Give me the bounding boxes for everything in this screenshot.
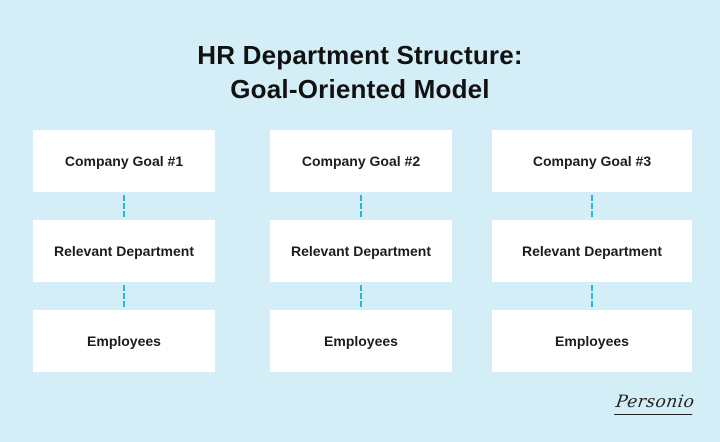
dashed-connector (270, 192, 452, 220)
dashed-connector (492, 192, 692, 220)
title-line-2: Goal-Oriented Model (230, 74, 490, 104)
goal-box: Company Goal #2 (270, 130, 452, 192)
employees-box: Employees (33, 310, 215, 372)
title-line-1: HR Department Structure: (197, 40, 523, 70)
goal-column-1: Company Goal #1 Relevant Department Empl… (33, 130, 215, 372)
personio-logo: Personio (614, 392, 696, 412)
goal-column-2: Company Goal #2 Relevant Department Empl… (270, 130, 452, 372)
dashed-connector (492, 282, 692, 310)
goal-box: Company Goal #1 (33, 130, 215, 192)
department-box: Relevant Department (33, 220, 215, 282)
employees-box: Employees (270, 310, 452, 372)
dashed-connector (33, 282, 215, 310)
goal-column-3: Company Goal #3 Relevant Department Empl… (492, 130, 692, 372)
diagram-title: HR Department Structure: Goal-Oriented M… (0, 38, 720, 106)
department-box: Relevant Department (270, 220, 452, 282)
goal-box: Company Goal #3 (492, 130, 692, 192)
department-box: Relevant Department (492, 220, 692, 282)
dashed-connector (270, 282, 452, 310)
employees-box: Employees (492, 310, 692, 372)
dashed-connector (33, 192, 215, 220)
